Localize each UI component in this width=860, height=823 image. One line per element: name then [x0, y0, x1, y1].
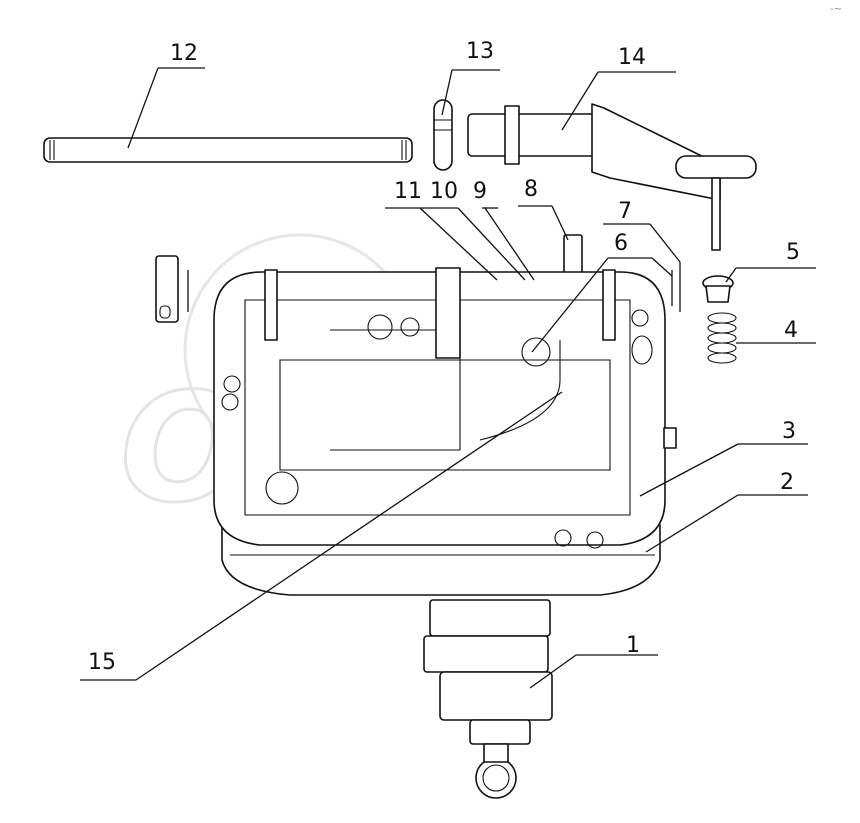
- callout-5: 5: [786, 240, 800, 265]
- part-8-block: [563, 234, 583, 274]
- callout-13: 13: [466, 39, 494, 64]
- callout-1: 1: [626, 633, 640, 658]
- part-13-pin: [433, 99, 453, 171]
- part-4-spring: [707, 312, 737, 364]
- callout-2: 2: [780, 470, 794, 495]
- part-12-shaft: [43, 137, 413, 163]
- part-1-valve: [423, 599, 553, 799]
- part-14-lever: [467, 103, 757, 251]
- callout-7: 7: [618, 199, 632, 224]
- part-small-bracket: [155, 255, 189, 323]
- part-5-cap: [702, 275, 734, 303]
- callout-14: 14: [618, 45, 646, 70]
- callout-12: 12: [170, 41, 198, 66]
- corner-mark: -~: [830, 4, 842, 15]
- callout-9: 9: [473, 179, 487, 204]
- callout-3: 3: [782, 419, 796, 444]
- part-3-housing: [213, 271, 666, 546]
- leader-lines: [80, 67, 816, 689]
- callout-8: 8: [524, 177, 538, 202]
- callout-11: 11: [394, 179, 422, 204]
- callout-10: 10: [430, 179, 458, 204]
- callout-6: 6: [614, 231, 628, 256]
- callouts: 1 2 3 4 5 6 7 8 9 10 11 12 13 14 15: [88, 39, 800, 675]
- callout-15: 15: [88, 650, 116, 675]
- callout-4: 4: [784, 318, 798, 343]
